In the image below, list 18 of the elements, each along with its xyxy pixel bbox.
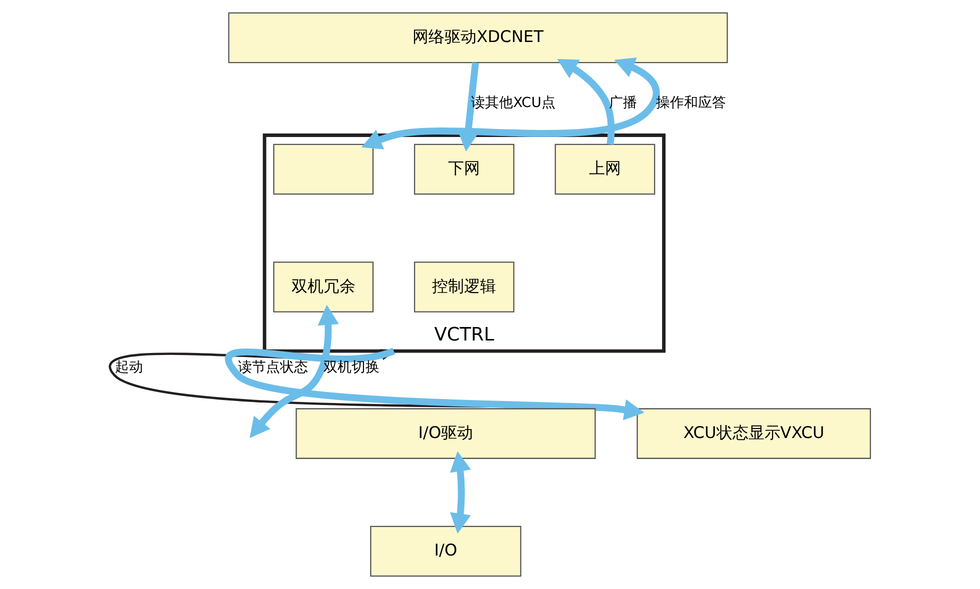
node-box: I/O [370,526,522,577]
node-box: 网络驱动XDCNET [228,12,728,64]
edge-label: 操作和应答 [656,95,726,112]
edge-label: 起动 [114,359,143,376]
arrow [250,304,339,438]
edge-label: 读节点状态 [238,359,308,376]
node-box: 上网 [554,144,656,195]
arrow [361,58,660,150]
edge-label: 广播 [608,95,637,112]
node-box [273,144,374,195]
node-box: 下网 [414,144,514,195]
node-box: I/O驱动 [296,408,596,459]
node-box: XCU状态显示VXCU [636,408,871,459]
node-box: 双机冗余 [273,262,374,312]
arrow [557,59,615,145]
arrow [458,62,479,152]
node-box: 控制逻辑 [414,262,514,312]
arrow [450,451,471,534]
